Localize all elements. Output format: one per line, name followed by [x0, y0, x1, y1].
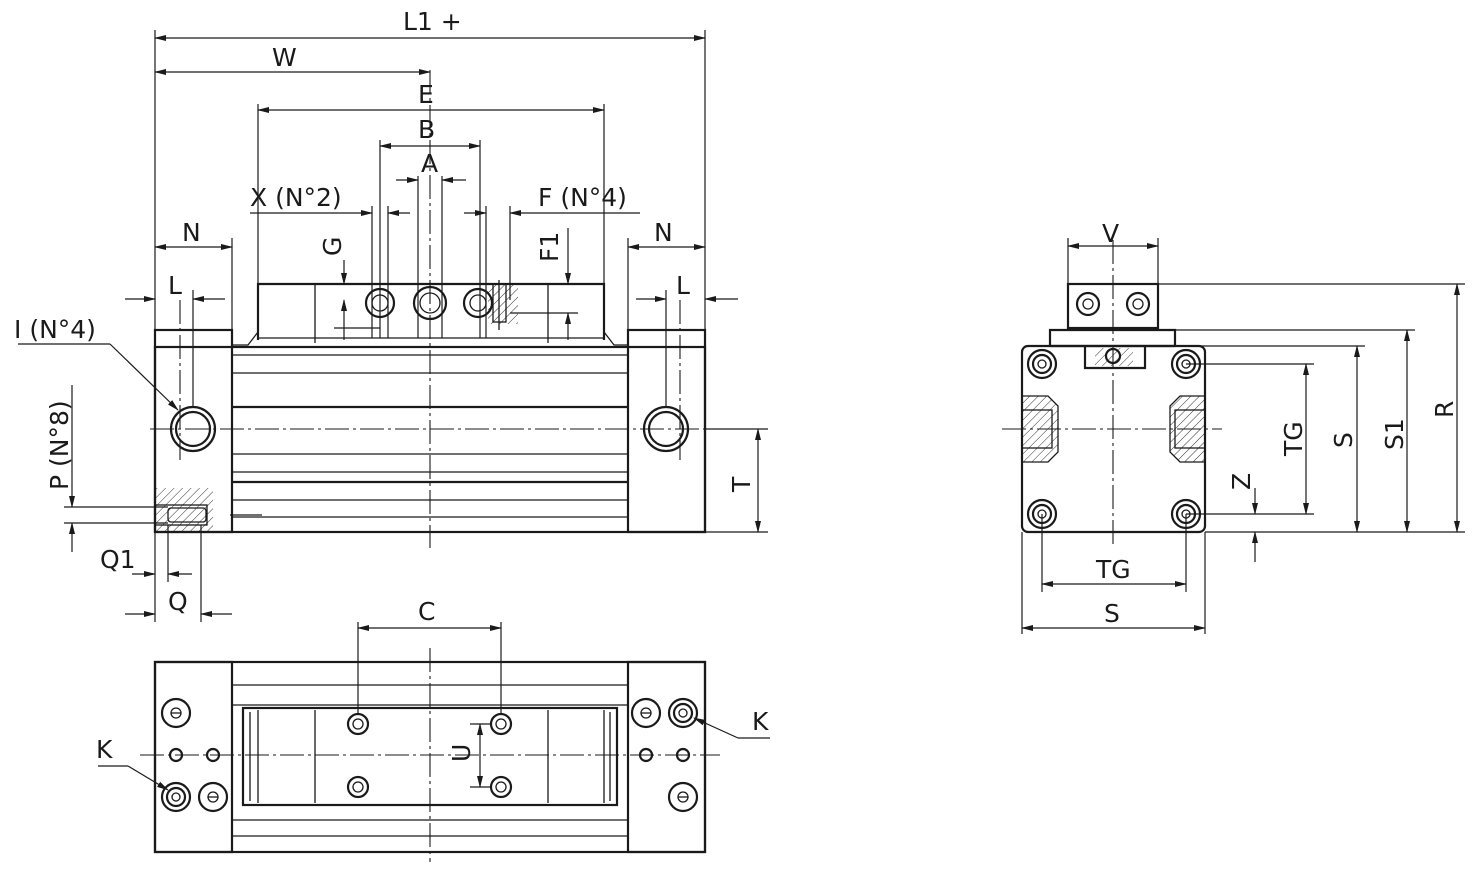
- top-carriage-hole: [489, 712, 513, 736]
- dim-label-K-right: K: [752, 707, 769, 736]
- top-left-end-cap: [153, 660, 234, 854]
- dim-label-L-right: L: [676, 271, 690, 300]
- top-right-K-screw-icon: [667, 697, 699, 729]
- top-carriage-hole: [489, 775, 513, 799]
- dim-label-F1: F1: [535, 232, 564, 262]
- dim-label-TG-vertical: TG: [1279, 421, 1308, 457]
- carriage-hole-2: [462, 287, 494, 319]
- dim-label-L1: L1 +: [403, 7, 462, 36]
- dim-label-N-left: N: [182, 218, 201, 247]
- dim-label-S-horizontal: S: [1104, 599, 1120, 628]
- top-left-K-screw-icon: [160, 781, 192, 813]
- top-right-screw-icon: [630, 697, 662, 729]
- dim-label-G: G: [318, 237, 347, 256]
- side-block-screw-icon: [1125, 291, 1151, 317]
- dim-label-U: U: [447, 744, 476, 762]
- dim-label-L-left: L: [168, 271, 182, 300]
- side-block-screw-icon: [1075, 291, 1101, 317]
- top-right-end-cap: [626, 660, 707, 854]
- dim-label-TG-horizontal: TG: [1095, 555, 1131, 584]
- dim-label-B: B: [418, 115, 435, 144]
- dim-label-Z: Z: [1227, 473, 1256, 490]
- dim-label-V: V: [1102, 219, 1119, 248]
- dim-label-T: T: [727, 476, 756, 493]
- top-left-screw-icon: [160, 697, 192, 729]
- dim-label-I: I (N°4): [14, 315, 96, 344]
- dim-label-W: W: [272, 43, 297, 72]
- dim-label-A: A: [421, 149, 438, 178]
- top-left-screw-icon: [197, 781, 229, 813]
- side-corner-screw-icon: [1026, 348, 1058, 380]
- front-view: L1 + W E B A X (N°2) F (N°4) G F1 N N L …: [14, 7, 768, 622]
- dim-label-C: C: [418, 597, 435, 626]
- dim-label-E: E: [418, 80, 434, 109]
- dim-label-X: X (N°2): [250, 183, 342, 212]
- top-carriage-hole: [346, 775, 370, 799]
- dim-label-N-right: N: [654, 218, 673, 247]
- top-carriage-hole: [346, 712, 370, 736]
- dim-label-R: R: [1430, 401, 1459, 418]
- dim-label-S1: S1: [1380, 418, 1409, 450]
- top-view: C U K K: [96, 597, 770, 862]
- dim-label-Q1: Q1: [100, 545, 136, 574]
- top-right-screw-icon: [667, 781, 699, 813]
- side-view: V TG S S1 R Z TG S: [1002, 219, 1465, 634]
- dim-label-S-vertical: S: [1329, 432, 1358, 448]
- dim-label-K-left: K: [96, 735, 113, 764]
- screw-section: [167, 507, 207, 523]
- dim-label-F: F (N°4): [538, 183, 627, 212]
- side-rail: [1083, 346, 1147, 370]
- dim-label-Q: Q: [168, 587, 188, 616]
- dim-label-P: P (N°8): [45, 400, 74, 490]
